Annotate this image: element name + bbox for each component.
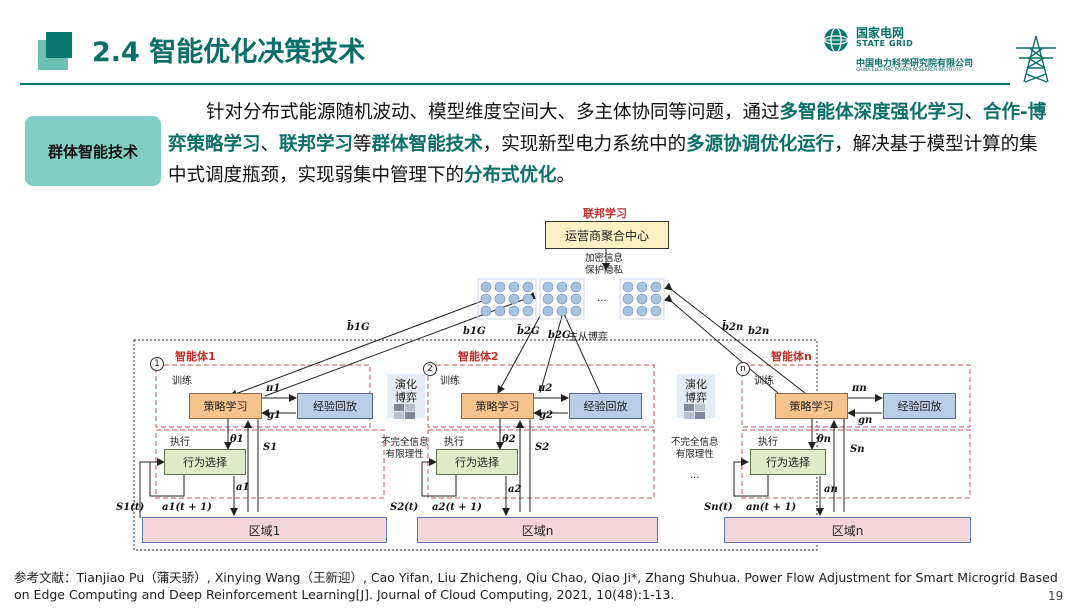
page-title: 2.4 智能优化决策技术 [92, 37, 366, 68]
experience-replay-box: 经验回放 [569, 393, 642, 419]
highlight-term: 多源协调优化运行 [686, 133, 835, 155]
intro-text: 等 [353, 133, 372, 155]
experience-replay-box: 经验回放 [883, 393, 956, 419]
institute-name-en: CHINA ELECTRIC POWER RESEARCH INSTITUTE [856, 68, 962, 73]
symbol-b2g: b2G [548, 330, 571, 341]
symbol-a: an [824, 484, 838, 495]
symbol-theta: θ2 [502, 434, 516, 445]
game-matrix-icon [394, 404, 415, 419]
symbol-s: S1 [263, 442, 278, 453]
intro-text: 针对分布式能源随机波动、模型维度空间大、多主体协同等问题，通过 [206, 102, 780, 123]
highlight-term: 多智能体深度强化学习 [779, 102, 965, 123]
game-matrix-icon [684, 404, 705, 419]
header-divider [20, 83, 1010, 85]
power-tower-icon [1016, 35, 1056, 83]
logo-name-cn: 国家电网 [856, 26, 905, 40]
bounded-rationality-note: 不完全信息 有限理性 [671, 437, 719, 460]
symbol-a: a2 [508, 484, 522, 495]
logo-name-en: STATE GRID [856, 39, 914, 48]
agent-title: 智能体n [771, 350, 812, 363]
region-box: 区域n [417, 517, 658, 543]
experience-replay-box: 经验回放 [297, 393, 373, 419]
intro-text: 、 [260, 133, 280, 155]
highlight-term: 分布式优化 [464, 165, 557, 186]
symbol-b2g-bar: b̄2G [517, 326, 540, 337]
intro-text: ，实现新型电力系统中的 [482, 133, 687, 155]
symbol-b2n: b2n [748, 326, 770, 337]
ellipsis: ... [597, 293, 607, 304]
symbol-a-t1: a1(t + 1) [162, 502, 212, 513]
highlight-term: 合作-博弈策略学习 [168, 102, 1047, 155]
symbol-s-t: S2(t) [390, 502, 419, 513]
policy-learning-box: 策略学习 [189, 393, 262, 419]
intro-text: 。 [556, 165, 576, 186]
encryption-note: 加密信息 保护隐私 [585, 253, 624, 276]
region-box: 区域n [724, 517, 971, 543]
symbol-theta: θ1 [230, 434, 244, 445]
intro-text: ，解决基于模型计算的集中式调度瓶颈，实现弱集中管理下的 [168, 133, 1038, 187]
symbol-s-t: Sn(t) [704, 502, 733, 513]
institute-name: 中国电力科学研究院有限公司 [856, 59, 974, 69]
symbol-theta: θn [817, 434, 831, 445]
train-label: 训练 [172, 376, 192, 387]
intro-paragraph: 针对分布式能源随机波动、模型维度空间大、多主体协同等问题，通过多智能体深度强化学… [168, 97, 1048, 192]
technique-badge: 群体智能技术 [25, 116, 161, 186]
reference-citation: 参考文献：Tianjiao Pu（蒲天骄）, Xinying Wang（王新迎）… [14, 570, 1058, 602]
federated-learning-label: 联邦学习 [583, 207, 627, 220]
train-label: 训练 [440, 376, 460, 387]
action-selection-box: 行为选择 [750, 449, 826, 475]
symbol-g: g2 [539, 410, 553, 421]
action-selection-box: 行为选择 [164, 449, 246, 475]
symbol-b1g: b1G [463, 326, 486, 337]
symbol-pi: π1 [266, 383, 281, 394]
agent-number: n [736, 362, 750, 376]
agent-number: 2 [423, 362, 437, 376]
region-box: 区域1 [142, 517, 387, 543]
action-selection-box: 行为选择 [436, 449, 518, 475]
title-decoration [46, 32, 72, 58]
bounded-rationality-note: 不完全信息 有限理性 [381, 437, 429, 460]
page-number: 19 [1048, 589, 1064, 603]
policy-learning-box: 策略学习 [775, 393, 848, 419]
policy-learning-box: 策略学习 [461, 393, 534, 419]
symbol-g: g1 [267, 410, 281, 421]
symbol-a-t1: an(t + 1) [746, 502, 797, 513]
exec-label: 执行 [170, 437, 190, 448]
symbol-b2n-bar: b̄2n [722, 322, 744, 333]
ellipsis: ... [690, 470, 700, 481]
symbol-s: S2 [535, 442, 550, 453]
symbol-a: a1 [236, 482, 250, 493]
leader-follower-label: 主从博弈 [568, 332, 608, 343]
symbol-s: Sn [850, 444, 865, 455]
symbol-a-t1: a2(t + 1) [432, 502, 482, 513]
symbol-pi: π2 [538, 383, 553, 394]
highlight-term: 群体智能技术 [371, 133, 483, 155]
intro-text: 、 [964, 102, 984, 123]
agent-title: 智能体1 [175, 350, 216, 363]
aggregation-center-box: 运营商聚合中心 [545, 221, 669, 249]
exec-label: 执行 [758, 437, 778, 448]
symbol-pi: πn [852, 383, 867, 394]
symbol-g: gn [858, 415, 873, 426]
symbol-b1g-bar: b̄1G [347, 322, 370, 333]
symbol-s-t: S1(t) [116, 502, 145, 513]
agent-title: 智能体2 [458, 350, 499, 363]
agent-number: 1 [150, 357, 164, 371]
state-grid-globe-icon [823, 27, 849, 53]
train-label: 训练 [754, 376, 774, 387]
highlight-term: 联邦学习 [279, 133, 354, 155]
exec-label: 执行 [444, 437, 464, 448]
